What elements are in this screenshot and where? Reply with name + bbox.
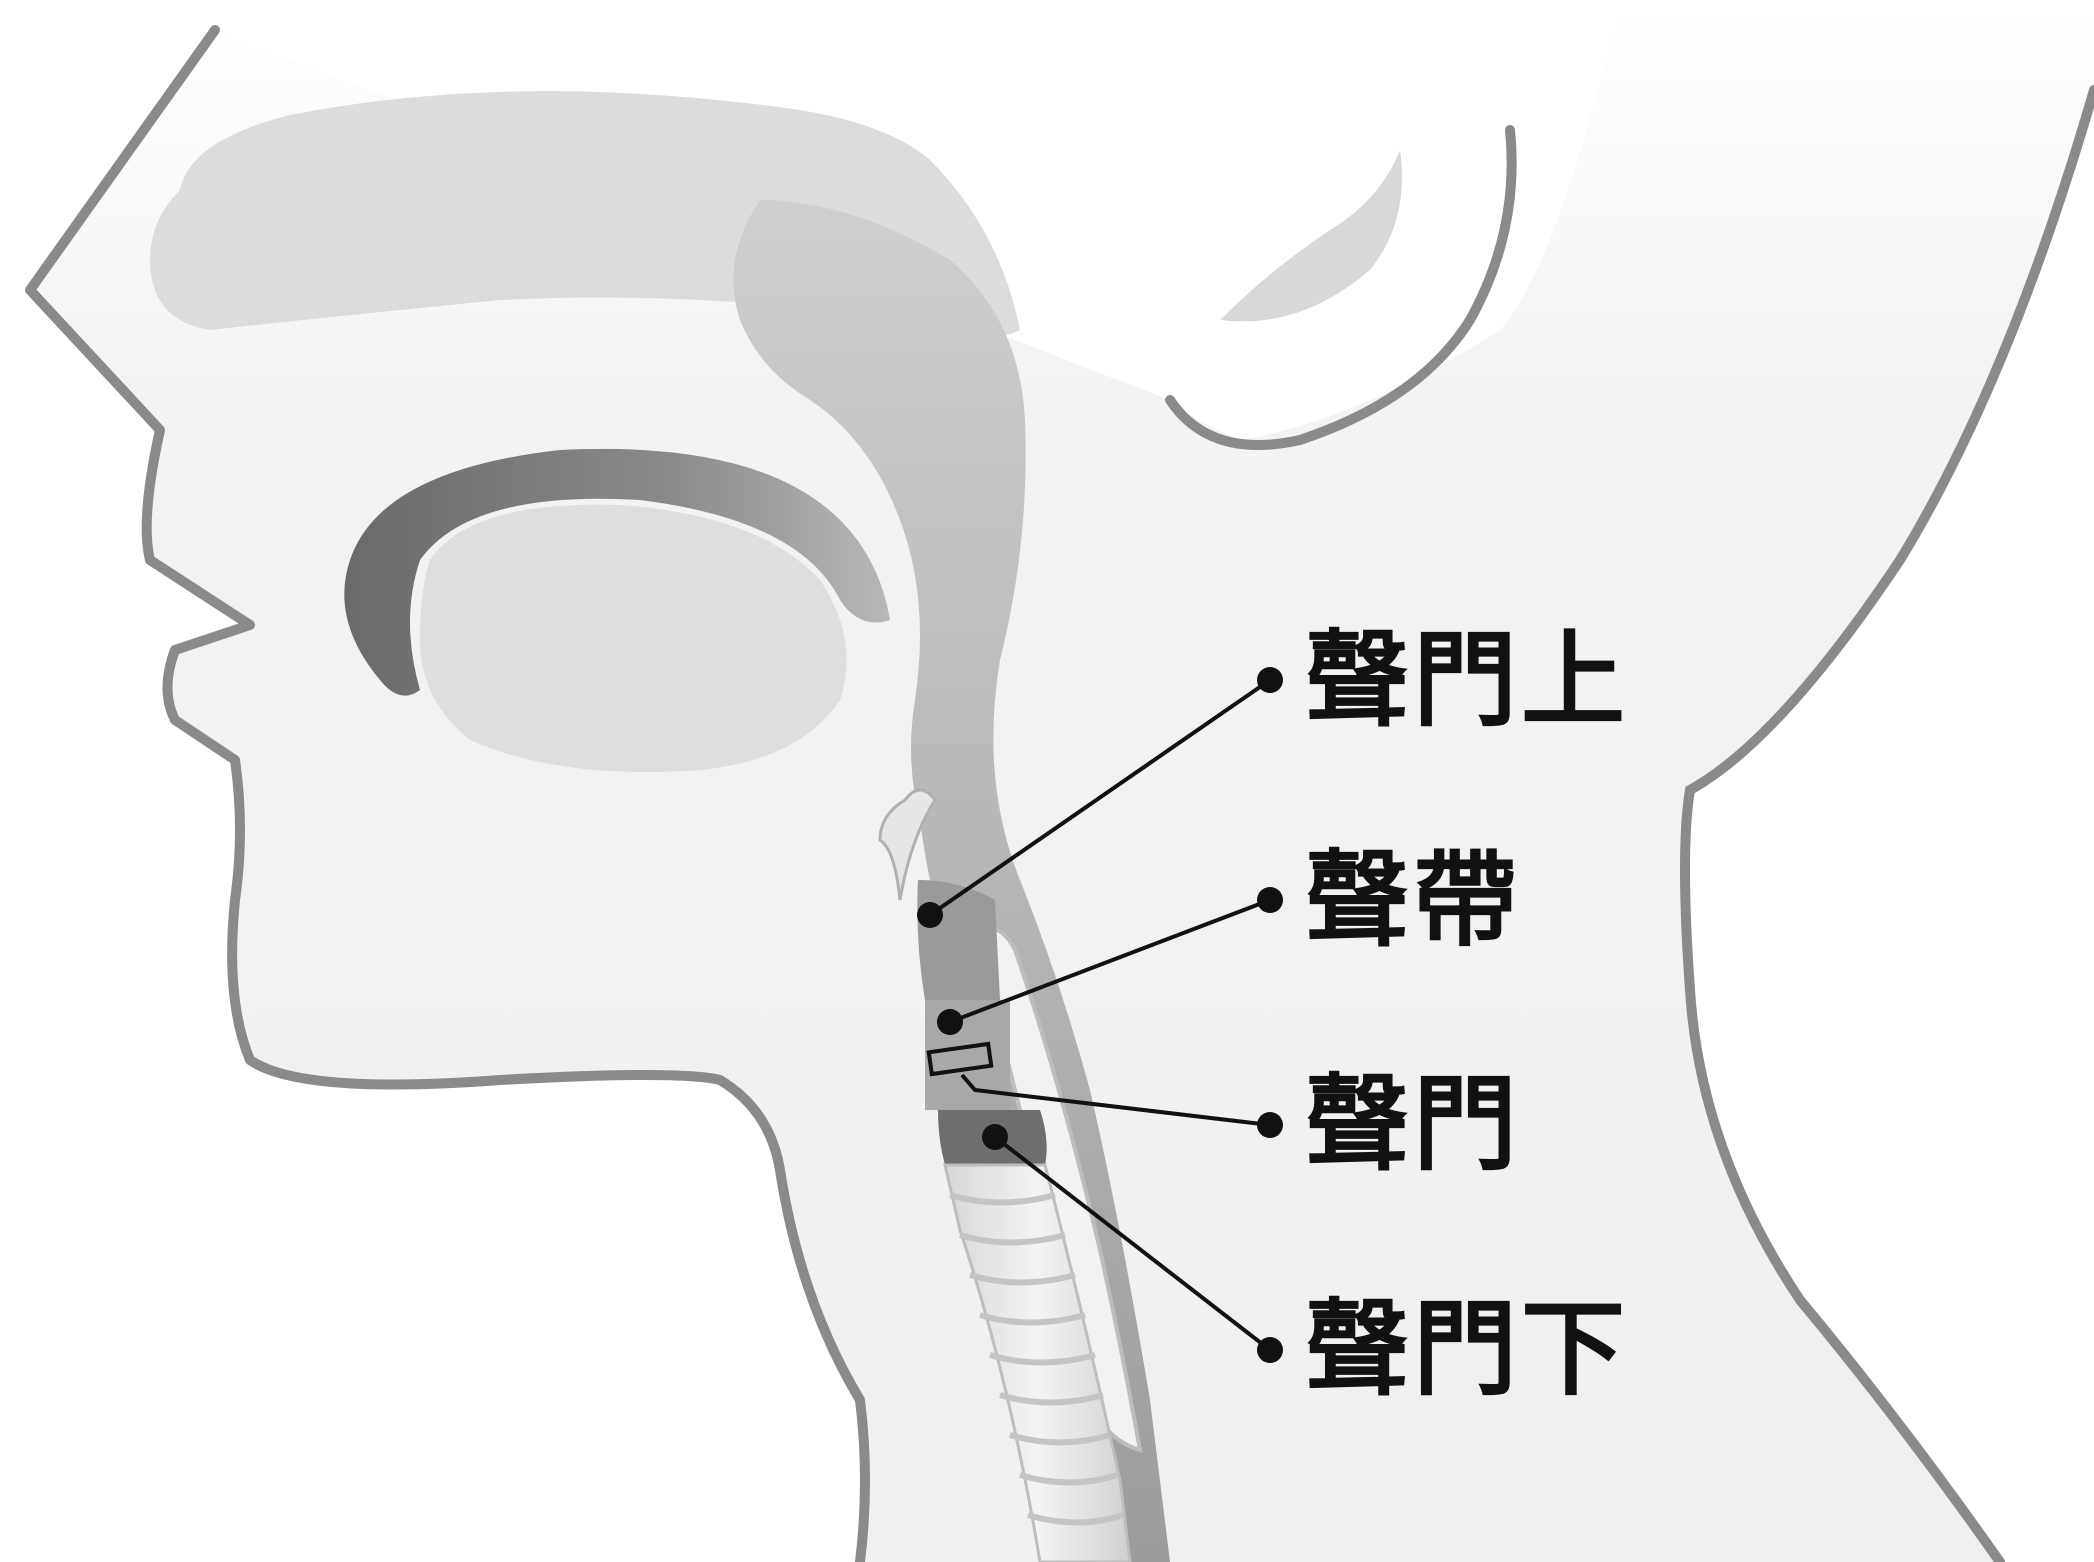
label-vocal-cords: 聲帶 (1305, 848, 1521, 952)
ear-inner (1220, 150, 1402, 321)
label-supraglottis: 聲門上 (1305, 628, 1629, 732)
supraglottis-zone (917, 880, 1000, 1000)
label-glottis: 聲門 (1305, 1072, 1521, 1176)
label-subglottis: 聲門下 (1305, 1297, 1629, 1401)
